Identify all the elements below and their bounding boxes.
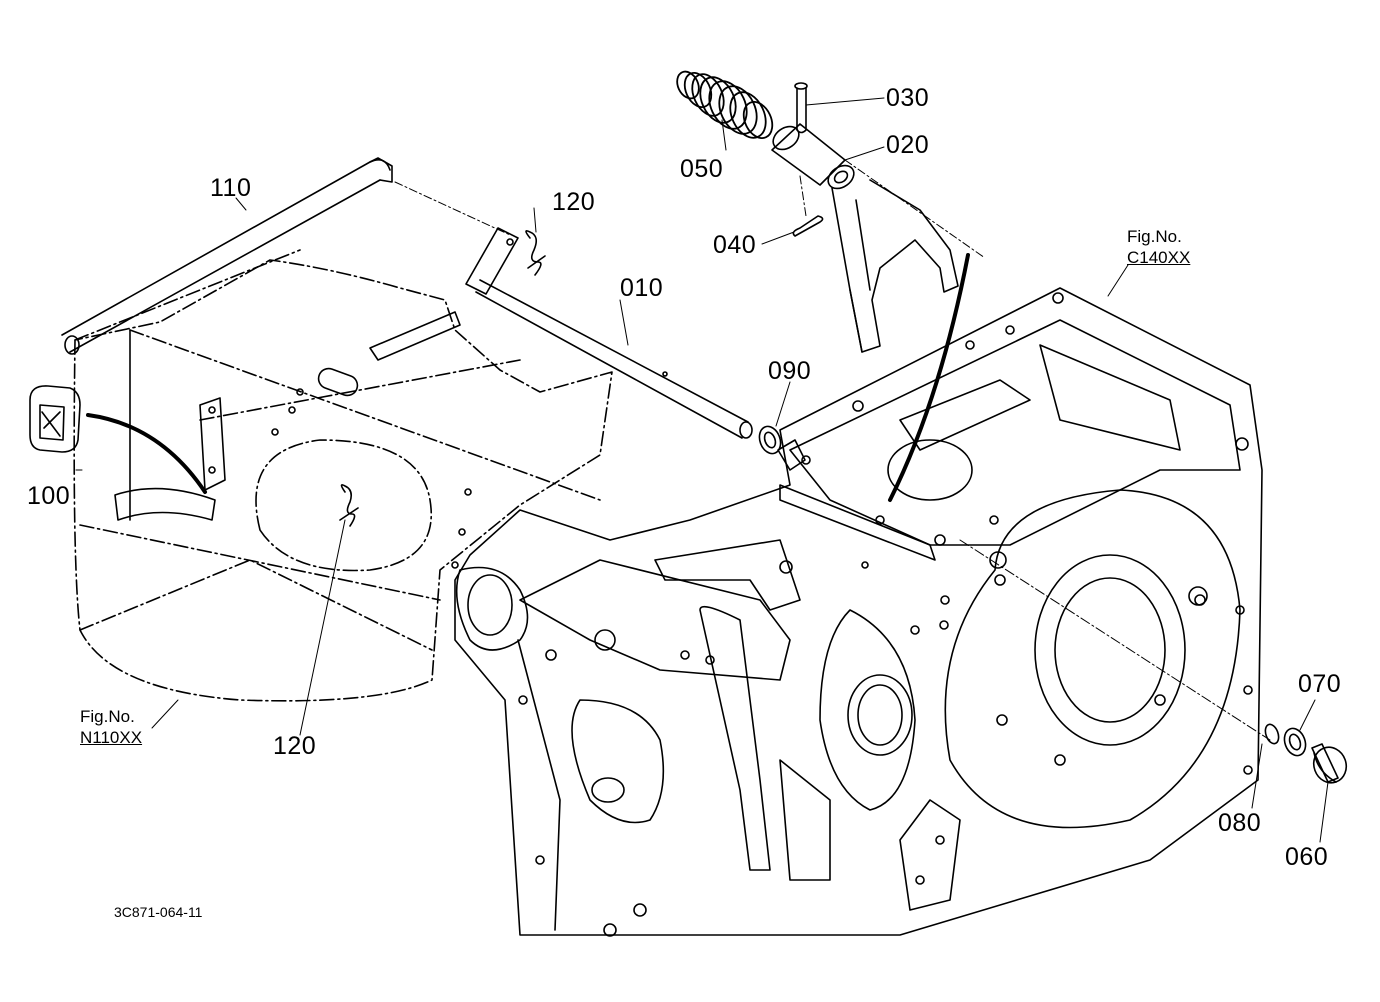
label-120-top: 120	[552, 188, 596, 216]
cotter-pin-040	[792, 175, 824, 237]
label-110: 110	[210, 174, 252, 202]
cable-right	[888, 253, 970, 502]
drain-plug-060	[1311, 743, 1348, 784]
spring-050	[676, 70, 774, 139]
label-060: 060	[1285, 843, 1329, 871]
label-040: 040	[713, 231, 757, 259]
label-050: 050	[680, 155, 724, 183]
fig-ref-right: Fig.No. C140XX	[1127, 226, 1190, 269]
transmission-case	[454, 287, 1263, 937]
left-housing-outline	[73, 249, 613, 702]
washer-070	[1283, 727, 1307, 757]
label-010: 010	[620, 274, 664, 302]
washer-090	[758, 425, 782, 455]
fig-ref-left: Fig.No. N110XX	[80, 706, 142, 749]
shift-rod-110	[61, 157, 393, 355]
label-120-bottom: 120	[273, 732, 317, 760]
label-100: 100	[27, 482, 71, 510]
label-080: 080	[1218, 809, 1262, 837]
label-090: 090	[768, 357, 812, 385]
fig-ref-left-caption: Fig.No.	[80, 707, 135, 726]
fig-ref-left-code: N110XX	[80, 728, 143, 748]
label-030: 030	[886, 84, 930, 112]
shift-fork-020	[771, 123, 986, 353]
left-housing-details	[114, 311, 472, 569]
clip-120-lower	[339, 484, 359, 527]
clip-120-top	[525, 230, 546, 276]
fig-ref-right-code: C140XX	[1127, 248, 1191, 268]
o-ring-080	[1264, 723, 1280, 745]
assembly-axis	[959, 539, 1271, 741]
label-070: 070	[1298, 670, 1342, 698]
grommet-100	[29, 385, 81, 453]
rod-110-leader	[394, 181, 511, 236]
label-020: 020	[886, 131, 930, 159]
drawing-number: 3C871-064-11	[114, 904, 203, 920]
fig-ref-right-caption: Fig.No.	[1127, 227, 1182, 246]
shift-shaft-010	[465, 227, 753, 439]
wire-harness	[86, 413, 207, 494]
